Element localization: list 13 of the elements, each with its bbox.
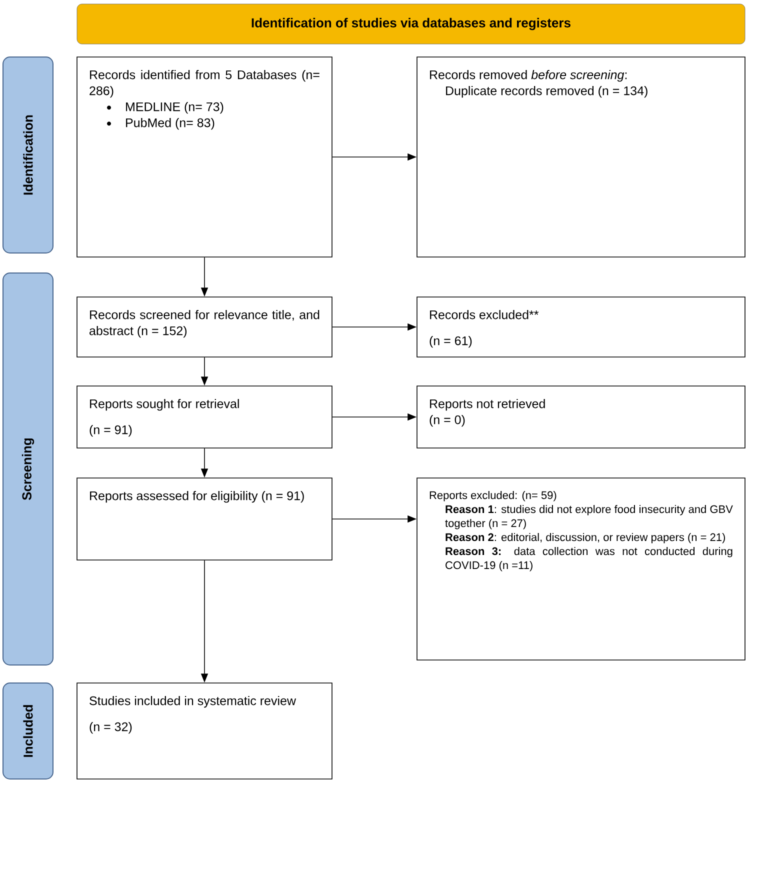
process-box: Records identified from 5 Databases (n= 286) MEDLINE (n= 73) PubMed (n= 83) <box>76 56 332 258</box>
process-box: Records excluded** (n = 61) <box>416 296 746 358</box>
stage-band: Screening <box>2 272 54 666</box>
process-box: Records removed before screening: Duplicate records removed (n = 134) <box>416 56 746 258</box>
process-box: Studies included in systematic review (n = 32) <box>76 682 332 780</box>
header-band: Identification of studies via databases and registers <box>76 4 746 44</box>
process-box: Reports excluded: (n= 59) Reason 1: studies did not explore food insecurity and GBV together (n = 27) Reason 2: editorial, discussion, or review papers (n = 21) Reason 3: data collection was not conducted during COVID-19 (n =11) <box>416 478 746 660</box>
process-box: Reports assessed for eligibility (n = 91) <box>76 478 332 560</box>
process-box: Reports not retrieved (n = 0) <box>416 386 746 448</box>
stage-band: Included <box>2 682 54 780</box>
stage-band: Identification <box>2 56 54 254</box>
process-box: Records screened for relevance title, and abstract (n = 152) <box>76 296 332 358</box>
process-box: Reports sought for retrieval (n = 91) <box>76 386 332 448</box>
